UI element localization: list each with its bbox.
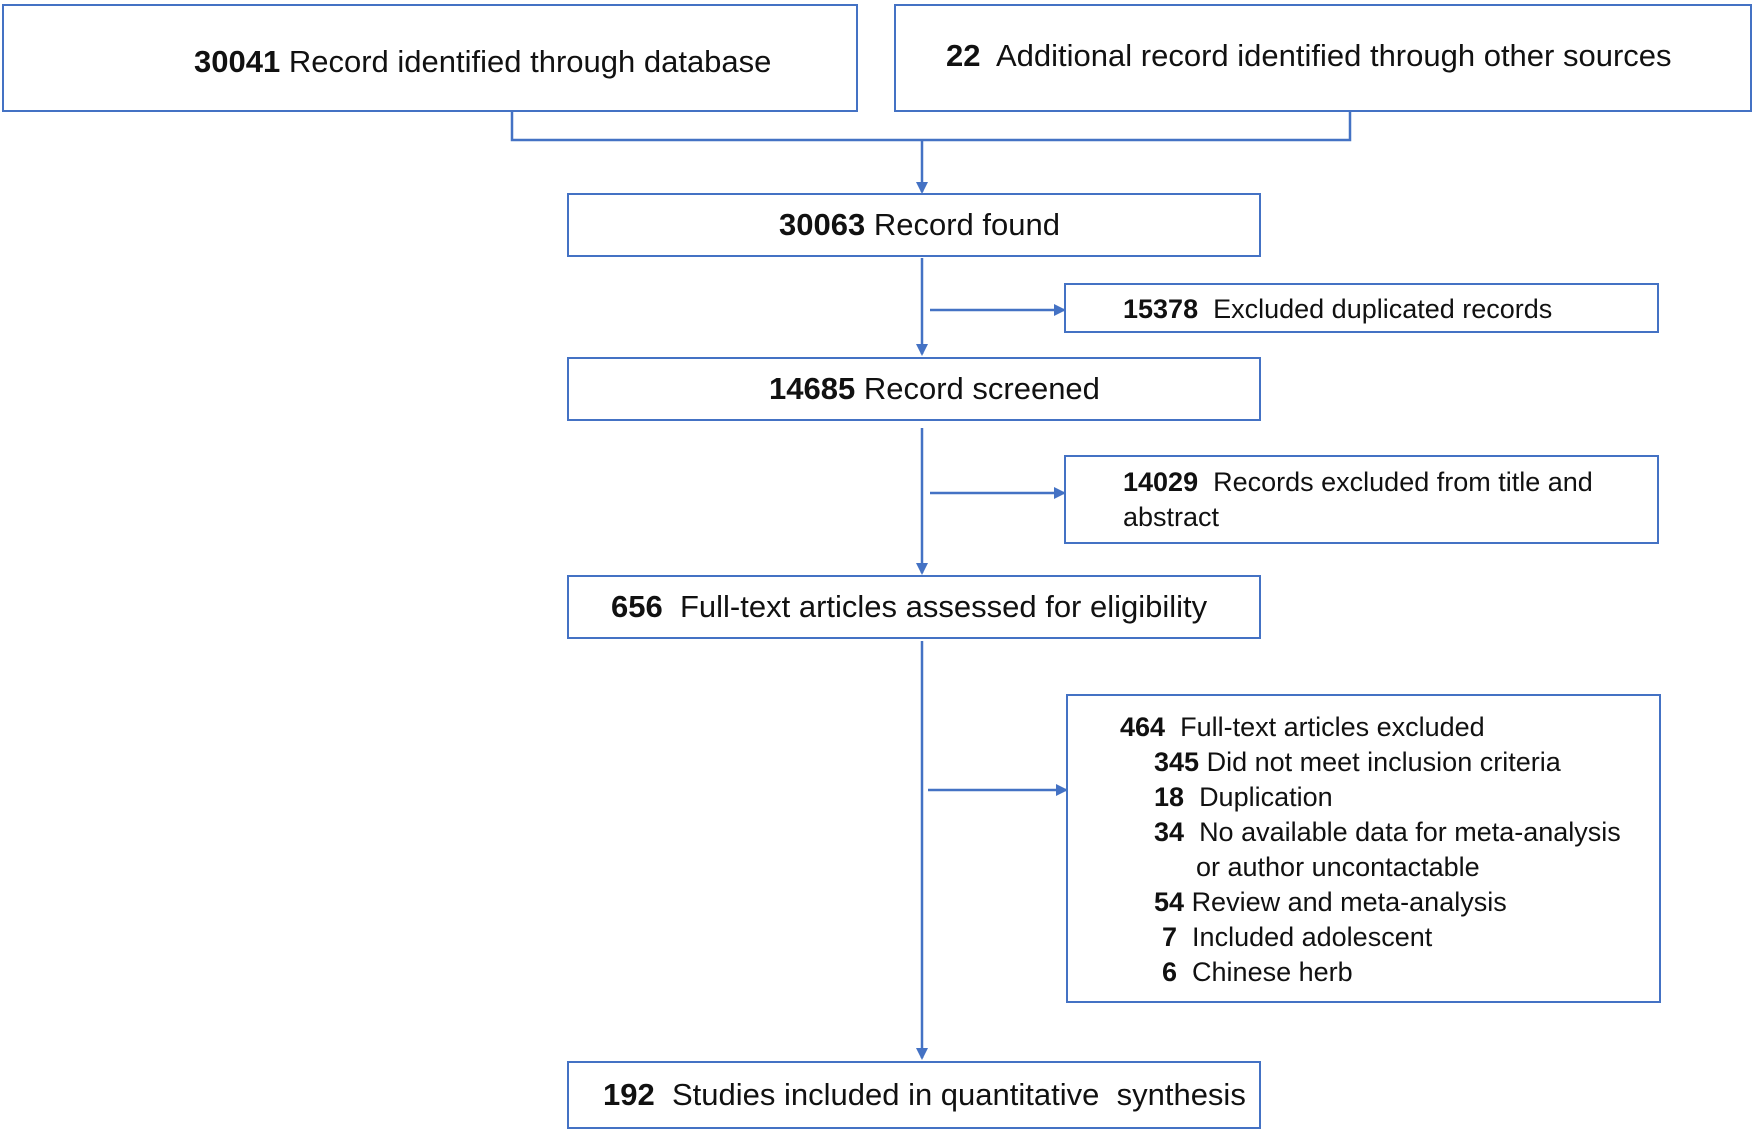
reason-item: 7 Included adolescent — [1162, 920, 1432, 955]
node-other-sources-label: Additional record identified through oth… — [996, 38, 1672, 73]
excluded-header: 464 Full-text articles excluded — [1120, 710, 1485, 745]
node-title-abstract-number: 14029 — [1123, 467, 1199, 497]
reason-item: 345 Did not meet inclusion criteria — [1154, 745, 1561, 780]
node-included-text: 192 Studies included in quantitative syn… — [603, 1077, 1246, 1113]
reason-item: 34 No available data for meta-analysis — [1154, 815, 1621, 850]
reason-label: No available data for meta-analysis — [1199, 817, 1621, 847]
node-duplicates-label: Excluded duplicated records — [1213, 294, 1553, 324]
node-included: 192 Studies included in quantitative syn… — [567, 1061, 1261, 1129]
reason-item: 6 Chinese herb — [1162, 955, 1353, 990]
node-fulltext-text: 656 Full-text articles assessed for elig… — [611, 589, 1207, 625]
reason-label: Included adolescent — [1192, 922, 1433, 952]
node-title-abstract-label: Records excluded from title and — [1213, 467, 1593, 497]
reason-label: Did not meet inclusion criteria — [1206, 747, 1561, 777]
node-database-label: Record identified through database — [288, 44, 772, 79]
node-excluded: 464 Full-text articles excluded 345 Did … — [1066, 694, 1661, 1003]
reason-number: 7 — [1162, 922, 1178, 952]
node-duplicates-text: 15378 Excluded duplicated records — [1123, 291, 1552, 327]
node-found-label: Record found — [873, 207, 1060, 242]
reason-number: 34 — [1154, 817, 1185, 847]
node-title-abstract: 14029 Records excluded from title and ab… — [1064, 455, 1659, 544]
merge-bracket — [510, 112, 1352, 142]
reason-label: Duplication — [1199, 782, 1333, 812]
node-title-abstract-line1: 14029 Records excluded from title and — [1123, 464, 1593, 500]
reason-number: 6 — [1162, 957, 1178, 987]
reason-label: Review and meta-analysis — [1191, 887, 1507, 917]
node-screened-text: 14685 Record screened — [769, 371, 1100, 407]
node-database-text: 30041 Record identified through database — [194, 44, 771, 80]
excluded-label: Full-text articles excluded — [1180, 712, 1485, 742]
reason-item: 18 Duplication — [1154, 780, 1333, 815]
reason-number: 54 — [1154, 887, 1185, 917]
node-screened: 14685 Record screened — [567, 357, 1261, 421]
reason-number: 18 — [1154, 782, 1185, 812]
node-other-sources-number: 22 — [946, 38, 981, 73]
reason-label-cont: or author uncontactable — [1196, 852, 1480, 882]
reason-label: Chinese herb — [1192, 957, 1353, 987]
node-other-sources-text: 22 Additional record identified through … — [946, 38, 1672, 74]
excluded-number: 464 — [1120, 712, 1166, 742]
node-found-text: 30063 Record found — [779, 207, 1060, 243]
node-found-number: 30063 — [779, 207, 866, 242]
node-fulltext: 656 Full-text articles assessed for elig… — [567, 575, 1261, 639]
node-included-number: 192 — [603, 1077, 655, 1112]
node-duplicates-number: 15378 — [1123, 294, 1199, 324]
node-title-abstract-line2: abstract — [1123, 499, 1219, 535]
node-screened-label: Record screened — [863, 371, 1100, 406]
reason-item: 54 Review and meta-analysis — [1154, 885, 1507, 920]
node-included-label: Studies included in quantitative synthes… — [671, 1077, 1246, 1112]
reason-item-cont: or author uncontactable — [1196, 850, 1480, 885]
node-found: 30063 Record found — [567, 193, 1261, 257]
reason-number: 345 — [1154, 747, 1200, 777]
node-screened-number: 14685 — [769, 371, 856, 406]
node-other-sources: 22 Additional record identified through … — [894, 4, 1752, 112]
node-fulltext-label: Full-text articles assessed for eligibil… — [679, 589, 1208, 624]
node-database-number: 30041 — [194, 44, 281, 79]
node-duplicates: 15378 Excluded duplicated records — [1064, 283, 1659, 333]
node-database: 30041 Record identified through database — [2, 4, 858, 112]
node-fulltext-number: 656 — [611, 589, 663, 624]
node-title-abstract-label-cont: abstract — [1123, 502, 1220, 532]
